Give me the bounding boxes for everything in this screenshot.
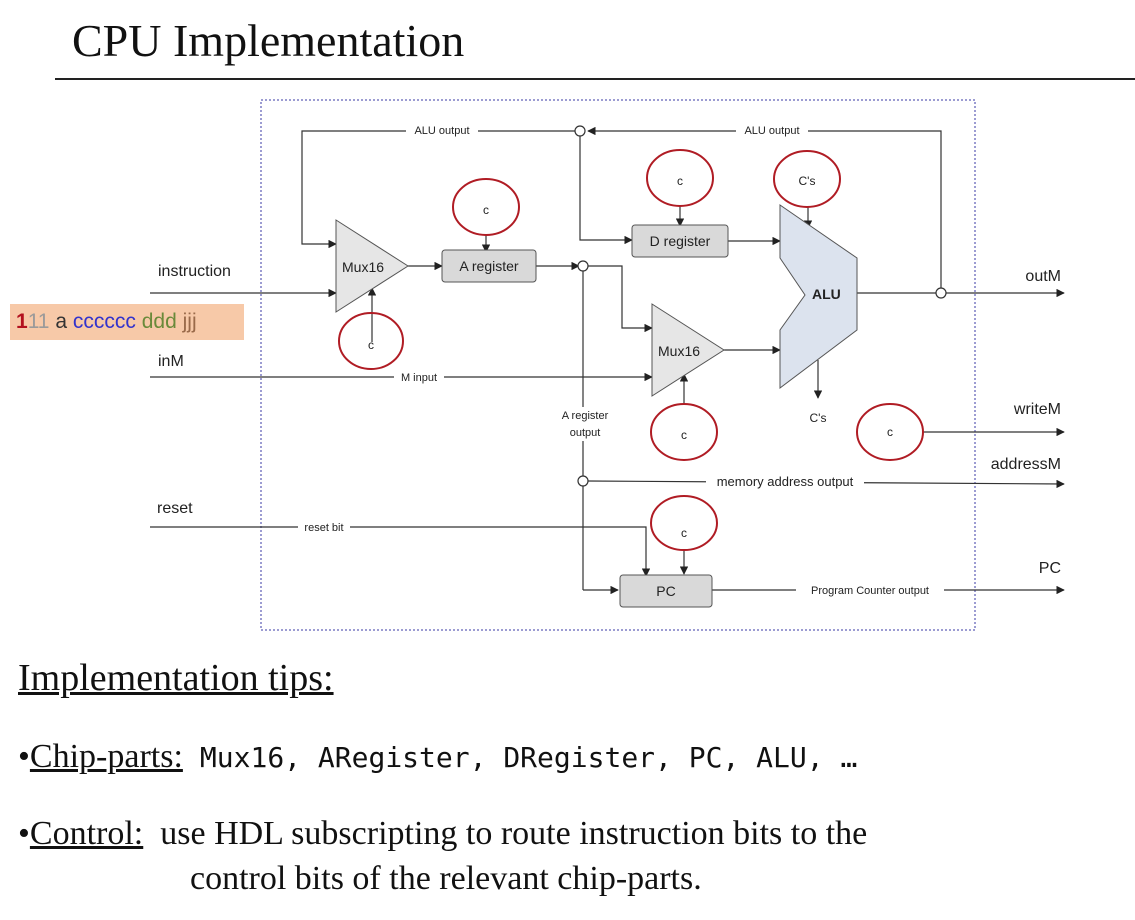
page-title: CPU Implementation (72, 15, 465, 66)
wire-label-alu-output-left: ALU output (414, 125, 469, 137)
chip-parts-list: Mux16, ARegister, DRegister, PC, ALU, … (199, 741, 858, 774)
tip-control: •Control: use HDL subscripting to route … (18, 815, 868, 852)
wire-label-a-register-output-1: A register (562, 410, 609, 422)
control-circle-d-register (646, 149, 714, 207)
tip-chip-parts: •Chip-parts: Mux16, ARegister, DRegister… (18, 738, 858, 775)
control-text-line-2: control bits of the relevant chip-parts. (190, 860, 702, 897)
output-label-outm: outM (1025, 268, 1061, 285)
mux16-label-1: Mux16 (342, 259, 384, 275)
d-register-input-wire (579, 136, 633, 245)
pc-chip-label: PC (656, 583, 675, 599)
junction-alu-output (935, 287, 947, 299)
title-divider (55, 78, 1135, 80)
junction-address (577, 475, 589, 487)
wire-label-memory-address: memory address output (717, 474, 854, 489)
wire-label-a-register-output-2: output (570, 427, 601, 439)
control-circle-alu (773, 150, 841, 208)
junction-alu-top (574, 125, 586, 137)
control-circle-writem (856, 403, 924, 461)
a-register-label: A register (459, 258, 518, 274)
input-label-inm: inM (158, 353, 184, 370)
junction-a-output (577, 260, 589, 272)
d-register-label: D register (650, 233, 711, 249)
control-label-writem: c (887, 425, 893, 439)
instruction-bits-11: 11 (27, 310, 50, 333)
instruction-bit-a: a (55, 310, 68, 333)
wire-label-alu-output-right: ALU output (744, 125, 799, 137)
control-label-alu: C's (799, 174, 816, 188)
output-label-pc: PC (1039, 560, 1061, 577)
mux2-a-input-wire (588, 265, 653, 333)
instruction-bits-c: cccccc (72, 310, 136, 333)
control-label-mux1: c (368, 338, 374, 352)
alu-chip (779, 204, 858, 390)
control-circle-a-register (452, 178, 520, 236)
instruction-format: 111 a cccccc ddd jjj (10, 304, 244, 340)
instruction-bit-1: 1 (16, 310, 28, 333)
control-label: Control: (29, 815, 144, 852)
control-circle-mux2 (650, 403, 718, 461)
pc-chip (619, 574, 713, 608)
cpu-diagram: Mux16 A register D register Mux16 ALU PC… (150, 99, 1065, 631)
control-text-line-1: use HDL subscripting to route instructio… (160, 815, 868, 852)
control-circle-pc (650, 495, 718, 551)
input-label-instruction: instruction (158, 263, 231, 280)
mux16-label-2: Mux16 (658, 343, 700, 359)
control-label-d-register: c (677, 174, 683, 188)
a-register-chip (441, 249, 537, 283)
instruction-bits-d: ddd (141, 310, 177, 333)
mux16-chip-1 (335, 219, 409, 313)
output-label-addressm: addressM (991, 456, 1061, 473)
cpu-frame (260, 99, 976, 631)
control-label-a-register: c (483, 203, 489, 217)
control-circle-mux1 (338, 312, 404, 370)
d-register-chip (631, 224, 729, 258)
alu-status-label: C's (810, 411, 827, 425)
output-label-writem: writeM (1013, 401, 1061, 418)
wire-label-reset-bit: reset bit (304, 522, 343, 534)
alu-output-wire-right (587, 126, 942, 293)
mux16-chip-2 (651, 303, 725, 397)
control-label-pc: c (681, 526, 687, 540)
wire-label-pc-output: Program Counter output (811, 585, 929, 597)
reset-wire (150, 526, 651, 577)
instruction-bits-j: jjj (182, 310, 197, 333)
input-label-reset: reset (157, 500, 193, 517)
tips-heading: Implementation tips: (18, 657, 334, 699)
alu-label: ALU (812, 286, 841, 302)
chip-parts-label: Chip-parts: (29, 738, 183, 775)
control-label-mux2: c (681, 428, 687, 442)
wire-label-m-input: M input (401, 372, 437, 384)
